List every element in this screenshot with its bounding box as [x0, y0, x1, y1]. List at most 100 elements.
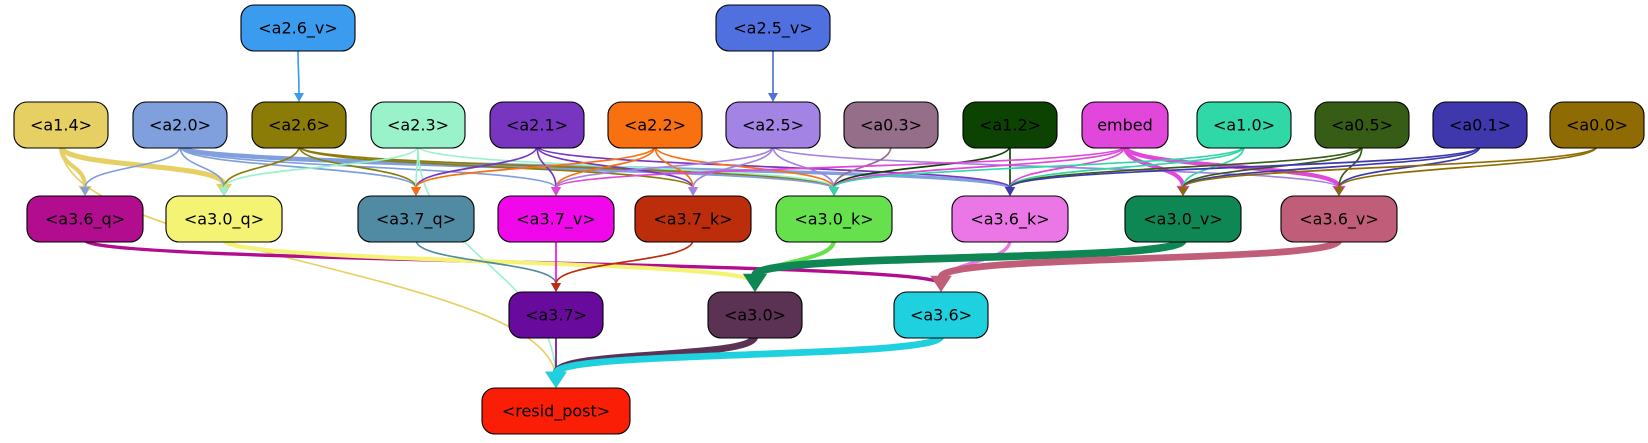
- node-label: <a3.7>: [525, 306, 587, 325]
- edge-arrowhead: [80, 187, 90, 196]
- node-label: <a2.2>: [624, 116, 686, 135]
- node-label: <a0.1>: [1449, 116, 1511, 135]
- edge-line: [555, 145, 656, 189]
- edge-line: [415, 145, 538, 189]
- node-box: [607, 101, 703, 149]
- node-resid-post[interactable]: <resid_post>: [481, 387, 631, 435]
- edge-line: [179, 145, 557, 189]
- node-box: [251, 101, 347, 149]
- edge-line: [555, 145, 1126, 189]
- node-label: <a3.7_k>: [653, 210, 732, 230]
- node-box: [775, 195, 893, 243]
- node-a0-1[interactable]: <a0.1>: [1432, 101, 1528, 149]
- node-label: <a2.6_v>: [258, 19, 338, 39]
- edge-line: [221, 237, 758, 285]
- node-a3-0-q[interactable]: <a3.0_q>: [165, 195, 283, 243]
- node-a3-6-v[interactable]: <a3.6_v>: [1280, 195, 1398, 243]
- node-label: <a3.0_v>: [1143, 210, 1223, 230]
- edge-line: [1122, 145, 1342, 188]
- node-embed[interactable]: embed: [1081, 101, 1169, 149]
- edge-arrowhead: [688, 187, 698, 196]
- edge-embed-to-a3.7_v: [551, 145, 1126, 196]
- edge-line: [555, 145, 774, 189]
- node-a3-6-q[interactable]: <a3.6_q>: [26, 195, 144, 243]
- edge-line: [937, 236, 1343, 281]
- node-a0-5[interactable]: <a0.5>: [1314, 101, 1410, 149]
- node-a3-0-k[interactable]: <a3.0_k>: [775, 195, 893, 243]
- node-a3-0[interactable]: <a3.0>: [707, 291, 803, 339]
- edge-line: [415, 145, 656, 189]
- edge-line: [179, 145, 417, 189]
- edge-a2.6_v-to-a2.6: [294, 48, 304, 102]
- node-box: [26, 195, 144, 243]
- node-box: [962, 101, 1058, 149]
- node-label: <a2.0>: [149, 116, 211, 135]
- edge-arrowhead: [551, 187, 561, 196]
- edge-arrowhead: [742, 273, 768, 292]
- node-label: <a3.0>: [724, 306, 786, 325]
- edge-line: [223, 145, 419, 189]
- node-label: <a1.4>: [30, 116, 92, 135]
- edge-arrowhead: [1005, 187, 1015, 196]
- node-box: [843, 101, 939, 149]
- node-box: [1280, 195, 1398, 243]
- node-a0-0[interactable]: <a0.0>: [1549, 101, 1645, 149]
- node-label: <a3.0_q>: [184, 210, 264, 230]
- node-label: <a3.7_v>: [516, 210, 596, 230]
- node-label: <a0.0>: [1566, 116, 1628, 135]
- node-a2-0[interactable]: <a2.0>: [132, 101, 228, 149]
- node-label: <a3.0_k>: [794, 210, 873, 230]
- node-a0-3[interactable]: <a0.3>: [843, 101, 939, 149]
- node-box: [707, 291, 803, 339]
- node-a2-6[interactable]: <a2.6>: [251, 101, 347, 149]
- node-box: [240, 4, 356, 52]
- edge-a3.7_k-to-a3.7: [551, 239, 694, 292]
- node-a3-6[interactable]: <a3.6>: [893, 291, 989, 339]
- node-label: <a3.6_k>: [970, 210, 1049, 230]
- node-label: <a3.6_v>: [1299, 210, 1379, 230]
- node-a2-6-v[interactable]: <a2.6_v>: [240, 4, 356, 52]
- edge-line: [555, 239, 694, 285]
- edge-arrowhead: [545, 371, 567, 388]
- edge-line: [417, 145, 835, 189]
- node-a2-5[interactable]: <a2.5>: [725, 101, 821, 149]
- edge-line: [654, 145, 694, 189]
- edge-line: [1009, 145, 1126, 189]
- node-label: <a2.5_v>: [733, 19, 813, 39]
- edge-line: [298, 145, 694, 189]
- edge-line: [179, 145, 225, 189]
- node-a3-7-q[interactable]: <a3.7_q>: [357, 195, 475, 243]
- node-a1-0[interactable]: <a1.0>: [1196, 101, 1292, 149]
- edge-a1.0-to-a3.0_k: [829, 145, 1245, 196]
- node-a3-7-k[interactable]: <a3.7_k>: [634, 195, 752, 243]
- node-box: [508, 291, 604, 339]
- edge-line: [415, 239, 557, 285]
- node-a3-6-k[interactable]: <a3.6_k>: [951, 195, 1069, 243]
- node-a1-2[interactable]: <a1.2>: [962, 101, 1058, 149]
- node-label: <a3.7_q>: [376, 210, 456, 230]
- edge-a2.0-to-a3.6_q: [80, 145, 181, 196]
- node-box: [13, 101, 109, 149]
- node-a1-4[interactable]: <a1.4>: [13, 101, 109, 149]
- edge-a2.2-to-a3.7_q: [411, 145, 656, 196]
- node-label: <a1.2>: [979, 116, 1041, 135]
- node-a3-7-v[interactable]: <a3.7_v>: [497, 195, 615, 243]
- edge-arrowhead: [829, 187, 839, 196]
- node-box: [893, 291, 989, 339]
- edge-line: [223, 145, 300, 189]
- node-box: [1432, 101, 1528, 149]
- edge-arrowhead: [294, 93, 304, 102]
- edge-line: [536, 145, 1011, 189]
- node-a2-3[interactable]: <a2.3>: [370, 101, 466, 149]
- node-a3-0-v[interactable]: <a3.0_v>: [1124, 195, 1242, 243]
- node-label: <a1.0>: [1213, 116, 1275, 135]
- node-a2-2[interactable]: <a2.2>: [607, 101, 703, 149]
- edge-a3.6-to-resid_post: [545, 332, 945, 388]
- node-a2-1[interactable]: <a2.1>: [489, 101, 585, 149]
- node-a3-7[interactable]: <a3.7>: [508, 291, 604, 339]
- edge-line: [1182, 145, 1598, 189]
- edge-line: [297, 48, 300, 95]
- node-a2-5-v[interactable]: <a2.5_v>: [715, 4, 831, 52]
- node-box: [1081, 101, 1169, 149]
